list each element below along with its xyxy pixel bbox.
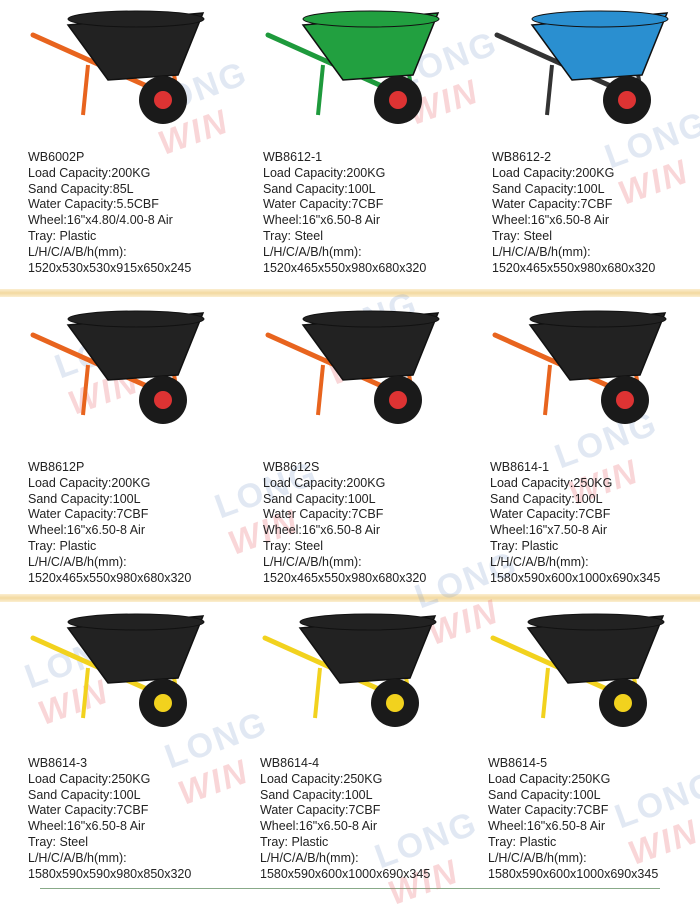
wheel-spec: Wheel:16"x6.50-8 Air	[263, 523, 380, 538]
wheelbarrow-image	[30, 310, 205, 424]
dimensions-label: L/H/C/A/B/h(mm):	[28, 244, 127, 259]
tray-material: Tray: Steel	[492, 228, 552, 243]
water-capacity: Water Capacity:7CBF	[492, 197, 613, 212]
load-capacity: Load Capacity:250KG	[490, 475, 613, 490]
row-separator	[0, 594, 700, 602]
load-capacity: Load Capacity:200KG	[263, 165, 386, 180]
product-specs: WB8614-5 Load Capacity:250KG Sand Capaci…	[488, 756, 658, 882]
model-number: WB8612-1	[263, 150, 323, 164]
tray-material: Tray: Plastic	[490, 538, 559, 553]
water-capacity: Water Capacity:7CBF	[488, 803, 609, 818]
dimensions-value: 1580x590x600x1000x690x345	[260, 866, 431, 881]
dimensions-label: L/H/C/A/B/h(mm):	[488, 850, 587, 865]
water-capacity: Water Capacity:7CBF	[490, 507, 611, 522]
water-capacity: Water Capacity:7CBF	[28, 803, 149, 818]
wheel-spec: Wheel:16"x6.50-8 Air	[260, 819, 377, 834]
wheel-spec: Wheel:16"x6.50-8 Air	[28, 523, 145, 538]
load-capacity: Load Capacity:200KG	[28, 475, 151, 490]
bottom-divider	[40, 888, 660, 889]
product-specs: WB8612-1 Load Capacity:200KG Sand Capaci…	[263, 150, 426, 276]
wheel-spec: Wheel:16"x6.50-8 Air	[492, 213, 609, 228]
sand-capacity: Sand Capacity:100L	[28, 491, 141, 506]
sand-capacity: Sand Capacity:85L	[28, 181, 134, 196]
tray-material: Tray: Plastic	[488, 834, 557, 849]
dimensions-label: L/H/C/A/B/h(mm):	[263, 244, 362, 259]
model-number: WB8614-5	[488, 756, 548, 770]
dimensions-label: L/H/C/A/B/h(mm):	[28, 850, 127, 865]
product-specs: WB8614-3 Load Capacity:250KG Sand Capaci…	[28, 756, 191, 882]
dimensions-value: 1580x590x590x980x850x320	[28, 866, 192, 881]
wheel-spec: Wheel:16"x4.80/4.00-8 Air	[28, 213, 173, 228]
model-number: WB8614-3	[28, 756, 88, 770]
dimensions-label: L/H/C/A/B/h(mm):	[28, 554, 127, 569]
sand-capacity: Sand Capacity:100L	[488, 787, 601, 802]
model-number: WB8612-2	[492, 150, 552, 164]
dimensions-label: L/H/C/A/B/h(mm):	[490, 554, 589, 569]
sand-capacity: Sand Capacity:100L	[28, 787, 141, 802]
dimensions-value: 1520x465x550x980x680x320	[263, 570, 427, 585]
sand-capacity: Sand Capacity:100L	[260, 787, 373, 802]
model-number: WB8614-1	[490, 460, 550, 474]
tray-material: Tray: Plastic	[28, 228, 97, 243]
wheelbarrow-image	[490, 613, 665, 727]
product-specs: WB8612-2 Load Capacity:200KG Sand Capaci…	[492, 150, 655, 276]
load-capacity: Load Capacity:200KG	[263, 475, 386, 490]
wheelbarrow-image	[262, 613, 437, 727]
sand-capacity: Sand Capacity:100L	[492, 181, 605, 196]
wheelbarrow-image	[30, 613, 205, 727]
row-separator	[0, 289, 700, 297]
tray-material: Tray: Steel	[263, 228, 323, 243]
wheelbarrow-image	[492, 310, 667, 424]
product-specs: WB8612S Load Capacity:200KG Sand Capacit…	[263, 460, 426, 586]
wheel-spec: Wheel:16"x6.50-8 Air	[488, 819, 605, 834]
wheel-spec: Wheel:16"x6.50-8 Air	[28, 819, 145, 834]
dimensions-label: L/H/C/A/B/h(mm):	[263, 554, 362, 569]
model-number: WB8614-4	[260, 756, 320, 770]
dimensions-label: L/H/C/A/B/h(mm):	[260, 850, 359, 865]
load-capacity: Load Capacity:250KG	[28, 771, 151, 786]
dimensions-value: 1520x530x530x915x650x245	[28, 260, 192, 275]
sand-capacity: Sand Capacity:100L	[490, 491, 603, 506]
tray-material: Tray: Plastic	[28, 538, 97, 553]
dimensions-value: 1520x465x550x980x680x320	[492, 260, 656, 275]
wheelbarrow-image	[494, 10, 669, 124]
load-capacity: Load Capacity:250KG	[260, 771, 383, 786]
load-capacity: Load Capacity:200KG	[492, 165, 615, 180]
wheel-spec: Wheel:16"x6.50-8 Air	[263, 213, 380, 228]
product-specs: WB8612P Load Capacity:200KG Sand Capacit…	[28, 460, 191, 586]
wheelbarrow-image	[30, 10, 205, 124]
tray-material: Tray: Steel	[28, 834, 88, 849]
model-number: WB8612S	[263, 460, 320, 474]
model-number: WB6002P	[28, 150, 85, 164]
water-capacity: Water Capacity:7CBF	[263, 197, 384, 212]
dimensions-label: L/H/C/A/B/h(mm):	[492, 244, 591, 259]
sand-capacity: Sand Capacity:100L	[263, 181, 376, 196]
load-capacity: Load Capacity:250KG	[488, 771, 611, 786]
product-specs: WB8614-4 Load Capacity:250KG Sand Capaci…	[260, 756, 430, 882]
water-capacity: Water Capacity:7CBF	[263, 507, 384, 522]
dimensions-value: 1580x590x600x1000x690x345	[488, 866, 659, 881]
wheel-spec: Wheel:16"x7.50-8 Air	[490, 523, 607, 538]
model-number: WB8612P	[28, 460, 85, 474]
water-capacity: Water Capacity:7CBF	[260, 803, 381, 818]
dimensions-value: 1520x465x550x980x680x320	[263, 260, 427, 275]
wheelbarrow-image	[265, 310, 440, 424]
wheelbarrow-image	[265, 10, 440, 124]
product-specs: WB6002P Load Capacity:200KG Sand Capacit…	[28, 150, 191, 276]
tray-material: Tray: Plastic	[260, 834, 329, 849]
tray-material: Tray: Steel	[263, 538, 323, 553]
load-capacity: Load Capacity:200KG	[28, 165, 151, 180]
product-specs: WB8614-1 Load Capacity:250KG Sand Capaci…	[490, 460, 660, 586]
water-capacity: Water Capacity:7CBF	[28, 507, 149, 522]
water-capacity: Water Capacity:5.5CBF	[28, 197, 159, 212]
dimensions-value: 1580x590x600x1000x690x345	[490, 570, 661, 585]
dimensions-value: 1520x465x550x980x680x320	[28, 570, 192, 585]
sand-capacity: Sand Capacity:100L	[263, 491, 376, 506]
